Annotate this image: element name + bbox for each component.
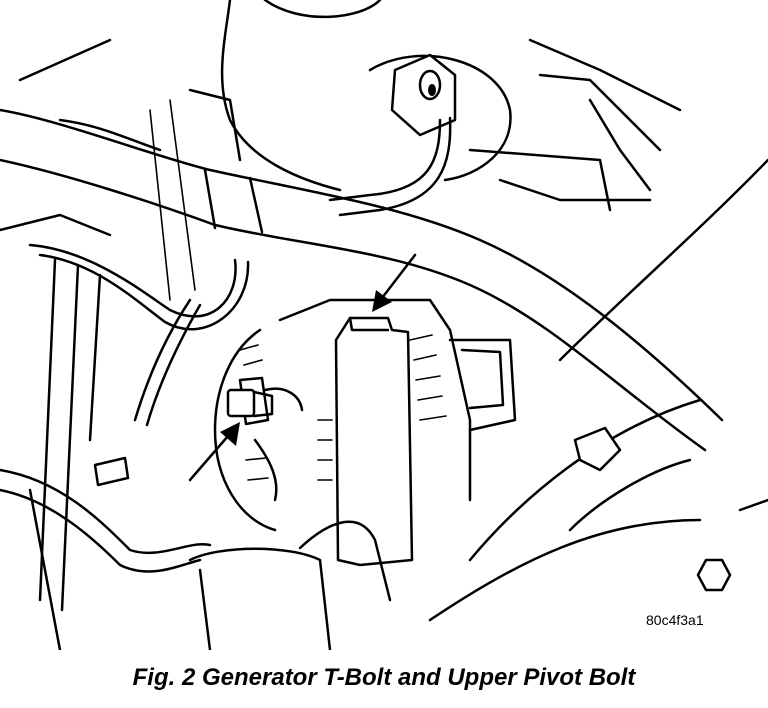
arrow-pivot-bolt	[188, 422, 240, 482]
left-wire-loop	[28, 243, 250, 427]
left-frame-rails	[0, 38, 196, 612]
engine-housing	[188, 0, 682, 212]
figure-reference-code: 80c4f3a1	[646, 612, 704, 628]
upper-pivot-bolt	[226, 388, 274, 418]
right-components	[428, 158, 768, 622]
wire-connector	[328, 53, 457, 217]
adjusting-bracket	[317, 316, 414, 567]
generator-diagram	[0, 0, 768, 650]
arrow-t-bolt	[372, 253, 417, 312]
cable-hose	[0, 108, 724, 452]
lower-pulley	[0, 456, 392, 650]
figure-caption: Fig. 2 Generator T-Bolt and Upper Pivot …	[132, 664, 636, 691]
